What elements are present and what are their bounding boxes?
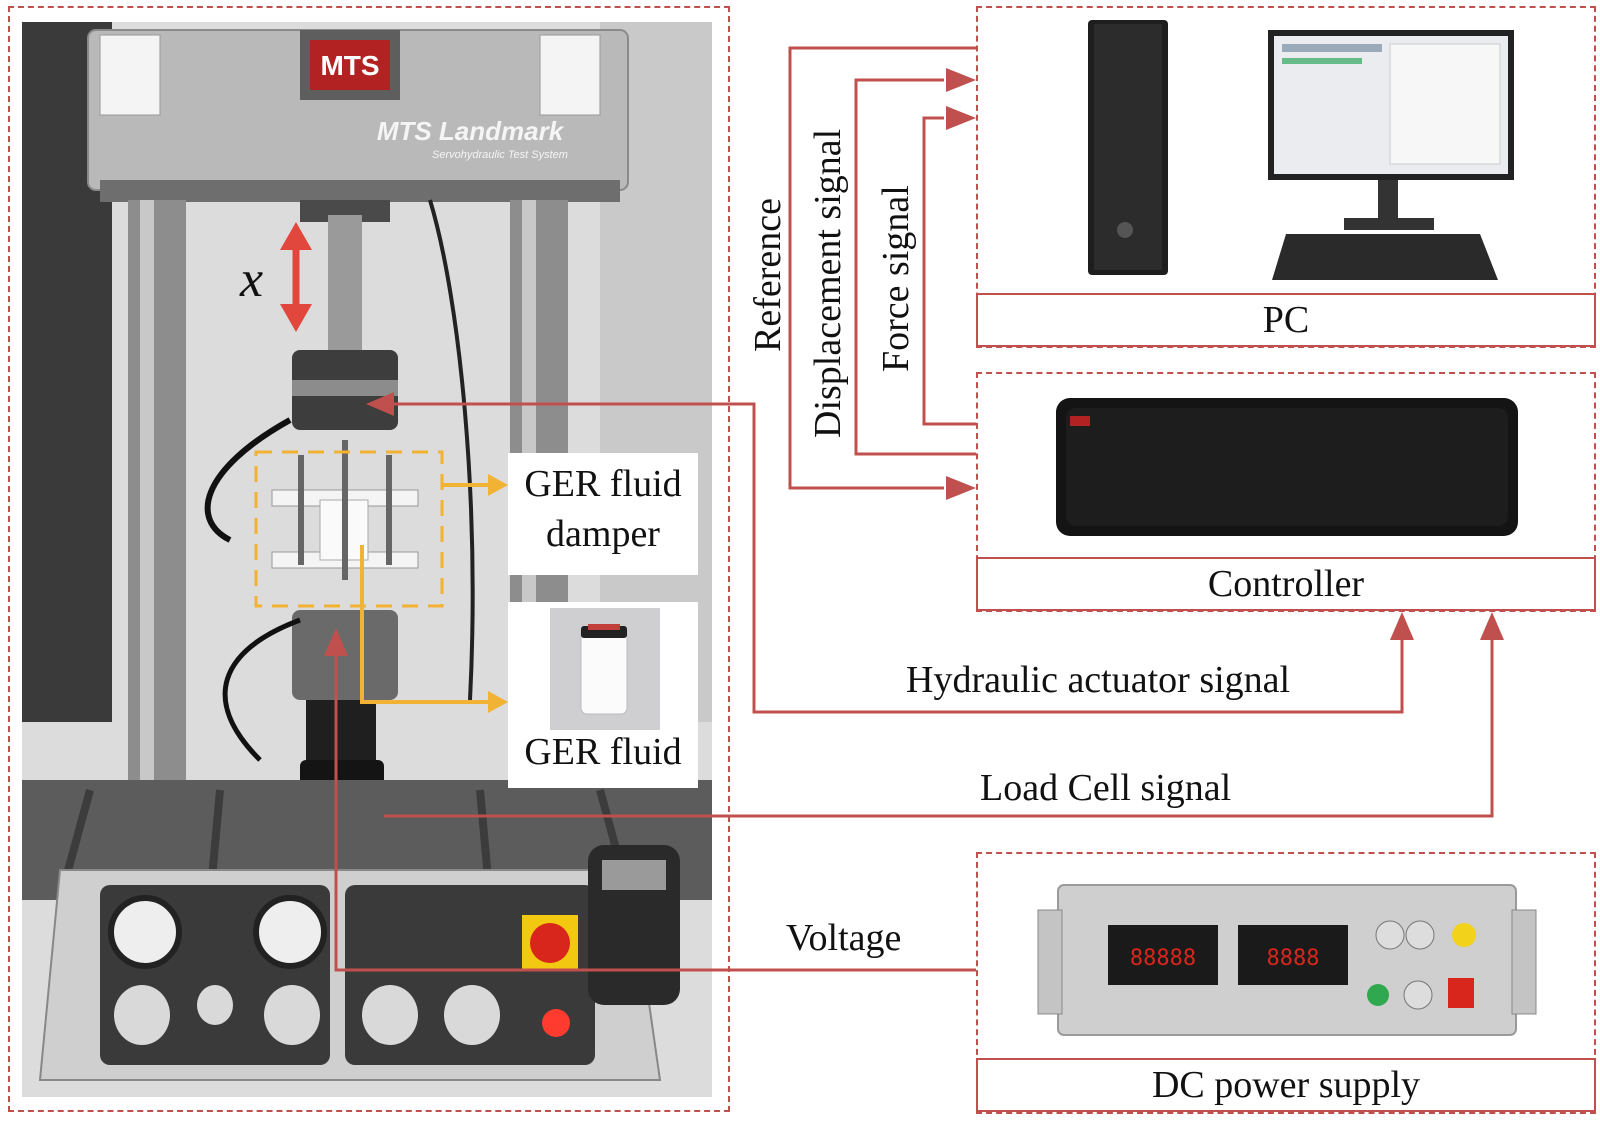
load-cell-signal-label: Load Cell signal	[980, 767, 1232, 809]
fluid-callout-label: GER fluid	[524, 731, 682, 773]
pc-frame	[976, 6, 1596, 348]
svg-text:88888: 88888	[1130, 946, 1196, 971]
voltage-label: Voltage	[786, 917, 902, 959]
fluid-bottle-icon	[550, 608, 660, 730]
keyboard-icon	[1272, 234, 1498, 280]
controller-frame	[976, 372, 1596, 612]
svg-text:8888: 8888	[1267, 946, 1320, 971]
svg-text:Servohydraulic Test System: Servohydraulic Test System	[432, 149, 568, 161]
damper-callout-label: GER fluid damper	[508, 453, 698, 575]
svg-text:MTS Landmark: MTS Landmark	[377, 116, 565, 146]
pc-label: PC	[976, 293, 1596, 347]
svg-text:MTS: MTS	[320, 50, 379, 81]
x-axis-label: x	[240, 251, 264, 308]
force-signal-label: Force signal	[875, 185, 917, 372]
hydraulic-signal-label: Hydraulic actuator signal	[906, 659, 1291, 701]
controller-label: Controller	[976, 557, 1596, 611]
dc-power-frame	[976, 852, 1596, 1114]
fluid-callout: GER fluid	[508, 602, 698, 788]
test-machine-frame	[8, 6, 730, 1112]
monitor-icon	[1268, 30, 1514, 230]
dc-power-label: DC power supply	[976, 1058, 1596, 1112]
reference-signal-label: Reference	[747, 198, 789, 352]
displacement-signal-label: Displacement signal	[807, 128, 849, 438]
computer-tower-icon	[1088, 20, 1168, 275]
